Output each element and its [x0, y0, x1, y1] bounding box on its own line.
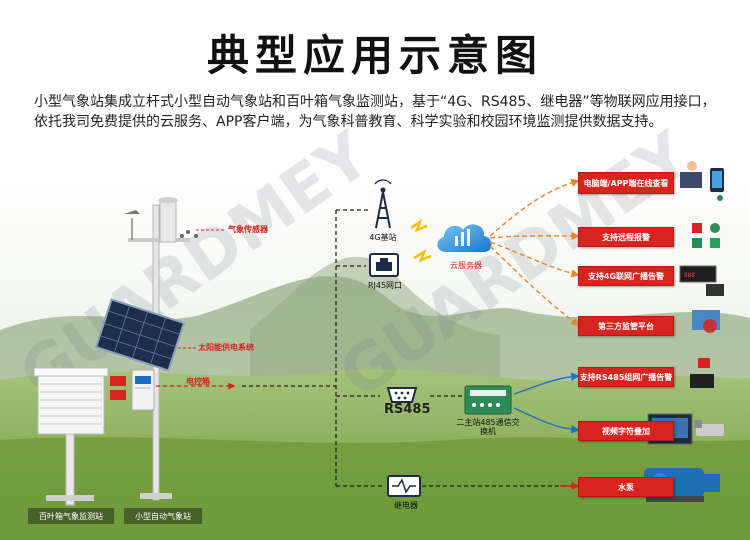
cloud-server-icon	[437, 224, 492, 252]
rs485-label: RS485	[384, 402, 431, 417]
output-rs485-broadcast: 支持RS485组网广播告警	[578, 367, 674, 387]
solar-panel	[94, 298, 186, 372]
regulator-platform-icon	[692, 310, 720, 333]
output-water-pump: 水泵	[578, 477, 674, 497]
people-devices-illustration	[680, 161, 724, 201]
output-video-overlay: 视频字符叠加	[578, 421, 674, 441]
page-title: 典型应用示意图	[206, 31, 543, 80]
intro-paragraph: 小型气象站集成立杆式小型自动气象站和百叶箱气象监测站，基于“4G、RS485、继…	[34, 94, 716, 130]
control-box-label: 电控箱	[186, 377, 210, 386]
output-online-view: 电脑端/APP端在线查看	[578, 172, 674, 194]
output-remote-alarm: 支持远程报警	[578, 227, 674, 247]
svg-text:888: 888	[684, 272, 695, 279]
relay-label: 继电器	[394, 501, 418, 510]
switch-label: 二主站485通信交换机	[456, 418, 520, 436]
broadcast-alarm-icons: 888	[679, 265, 724, 296]
rs485-connector-icon	[386, 387, 418, 403]
rj45-port-icon	[369, 253, 399, 277]
rs485-switch-icon	[464, 385, 512, 415]
cloud-label: 云服务器	[450, 261, 482, 270]
rj45-label: RJ45网口	[367, 281, 403, 290]
alert-channels-icons	[692, 223, 720, 248]
output-third-party: 第三方监管平台	[578, 316, 674, 336]
relay-icon	[387, 475, 421, 497]
louver-box-station	[33, 367, 126, 506]
louver-station-label: 百叶箱气象监测站	[28, 508, 114, 524]
cell-tower-icon	[374, 179, 392, 229]
rs485-broadcast-icons	[690, 358, 714, 388]
tower-label: 4G基站	[369, 233, 397, 242]
sensor-label: 气象传感器	[228, 225, 268, 234]
auto-station-label: 小型自动气象站	[124, 508, 202, 524]
solar-label: 太阳能供电系统	[198, 343, 254, 352]
output-4g-broadcast: 支持4G联网广播告警	[578, 266, 674, 286]
